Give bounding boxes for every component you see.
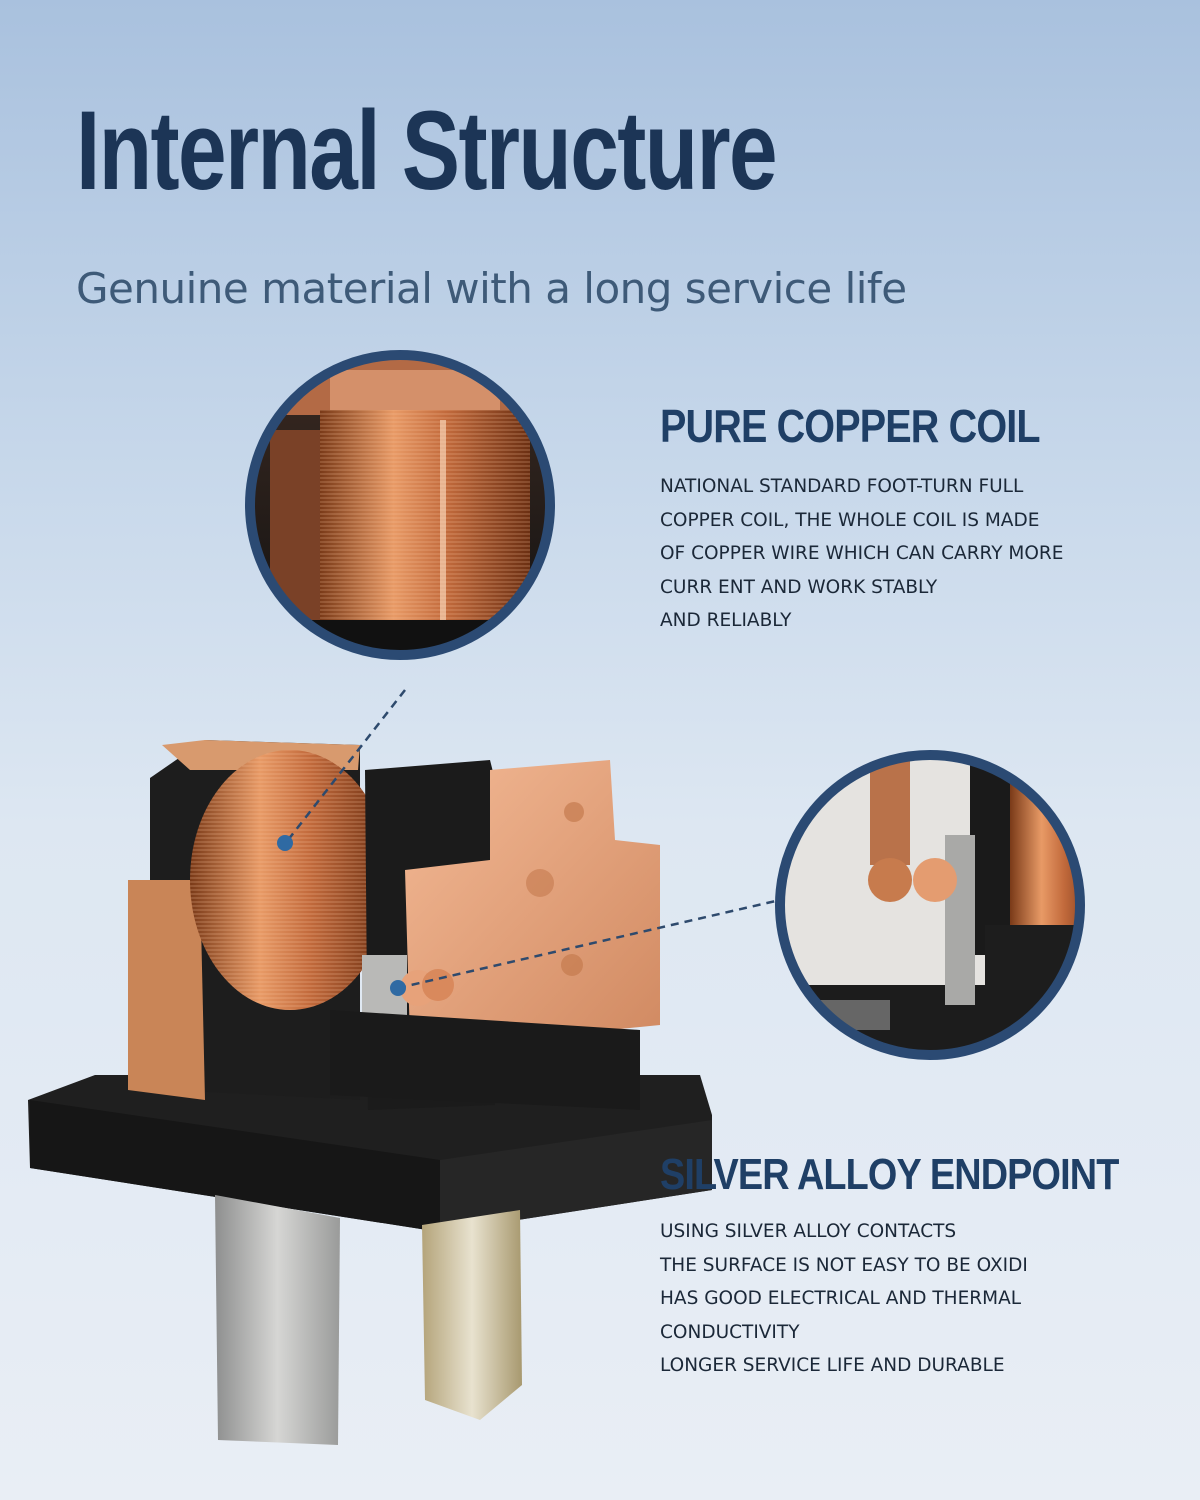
feature-heading-copper-coil: PURE COPPER COIL [660, 400, 1041, 452]
callout-line-coil [287, 689, 406, 841]
feature-description-silver-alloy: USING SILVER ALLOY CONTACTS THE SURFACE … [660, 1215, 1028, 1383]
feature-line: OF COPPER WIRE WHICH CAN CARRY MORE [660, 543, 1064, 564]
feature-description-copper-coil: NATIONAL STANDARD FOOT-TURN FULL COPPER … [660, 470, 1063, 638]
feature-line: USING SILVER ALLOY CONTACTS [660, 1221, 957, 1242]
feature-line: AND RELIABLY [660, 610, 792, 631]
feature-line: NATIONAL STANDARD FOOT-TURN FULL [660, 476, 1024, 497]
feature-line: CURR ENT AND WORK STABLY [660, 576, 938, 598]
callout-dot-coil [277, 835, 293, 851]
zoom-silver-contact [775, 750, 1085, 1060]
feature-line: LONGER SERVICE LIFE AND DURABLE [660, 1355, 1005, 1376]
callout-line-contact [397, 898, 781, 990]
feature-heading-silver-alloy: SILVER ALLOY ENDPOINT [660, 1150, 1119, 1199]
feature-line: COPPER COIL, THE WHOLE COIL IS MADE [660, 509, 1040, 531]
callout-dot-contact [390, 980, 406, 996]
armature-plate [405, 760, 660, 1040]
feature-line: HAS GOOD ELECTRICAL AND THERMAL [660, 1288, 1022, 1309]
feature-line: CONDUCTIVITY [660, 1321, 800, 1343]
zoom-copper-coil [245, 350, 555, 660]
page-subtitle: Genuine material with a long service lif… [76, 264, 907, 313]
feature-line: THE SURFACE IS NOT EASY TO BE OXIDI [660, 1254, 1028, 1276]
terminal-pin-left [215, 1195, 340, 1445]
page-title: Internal Structure [76, 88, 778, 213]
terminal-pin-right [422, 1210, 522, 1420]
relay-body [28, 740, 712, 1445]
